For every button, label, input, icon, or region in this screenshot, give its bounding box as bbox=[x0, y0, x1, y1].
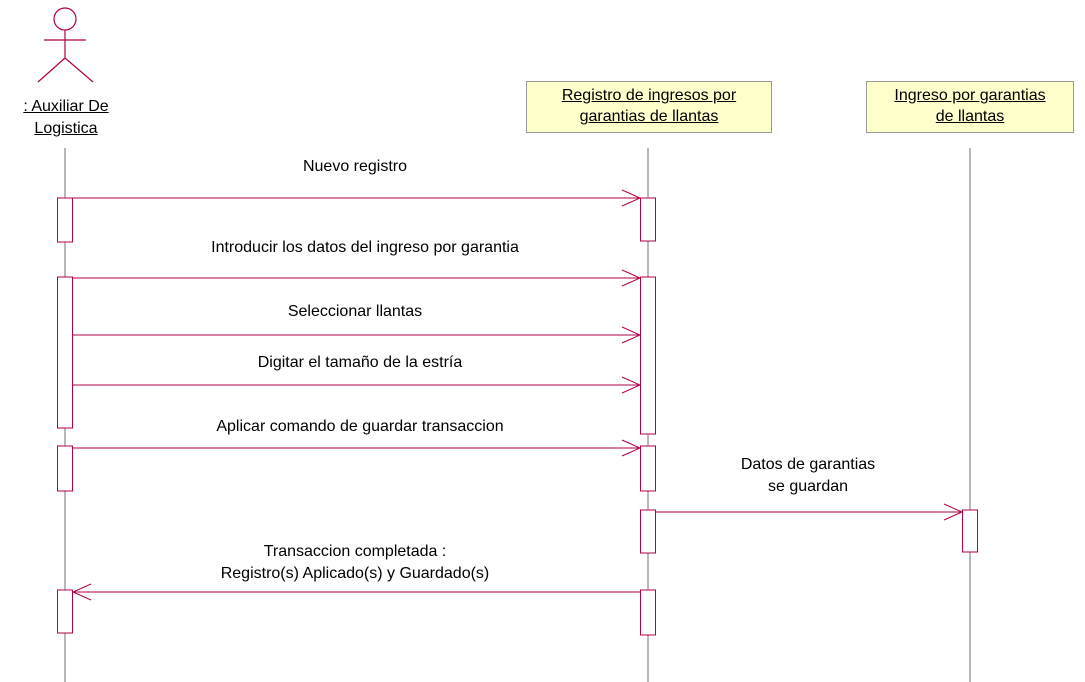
activation-actor-4 bbox=[57, 589, 73, 634]
activation-actor-2 bbox=[57, 276, 73, 429]
message-text-line2: Registro(s) Aplicado(s) y Guardado(s) bbox=[220, 565, 490, 582]
object-name-line2: de llantas bbox=[935, 108, 1005, 125]
message-label-seleccionar-llantas: Seleccionar llantas bbox=[225, 301, 485, 323]
message-label-datos-garantias: Datos de garantias se guardan bbox=[688, 454, 928, 498]
stick-figure-actor-icon bbox=[37, 7, 94, 83]
actor-name: : Auxiliar De Logistica bbox=[0, 96, 132, 140]
message-text-line1: Transaccion completada : bbox=[263, 543, 447, 560]
object-name-line1: Ingreso por garantias bbox=[894, 87, 1046, 104]
activation-registro-4 bbox=[640, 509, 656, 554]
object-name-line1: Registro de ingresos por bbox=[561, 87, 737, 104]
message-text-line1: Nuevo registro bbox=[302, 158, 408, 175]
message-label-introducir-datos: Introducir los datos del ingreso por gar… bbox=[140, 237, 590, 259]
message-label-digitar-tamano: Digitar el tamaño de la estría bbox=[200, 352, 520, 374]
activation-registro-3 bbox=[640, 445, 656, 492]
activation-actor-1 bbox=[57, 197, 73, 243]
message-label-nuevo-registro: Nuevo registro bbox=[225, 156, 485, 178]
object-name-line2: garantias de llantas bbox=[579, 108, 719, 125]
message-text-line1: Introducir los datos del ingreso por gar… bbox=[211, 239, 519, 256]
activation-registro-1 bbox=[640, 197, 656, 242]
message-label-transaccion-completada: Transaccion completada : Registro(s) Apl… bbox=[155, 541, 555, 585]
message-label-aplicar-comando: Aplicar comando de guardar transaccion bbox=[150, 416, 570, 438]
actor-name-line1: : Auxiliar De bbox=[23, 98, 109, 115]
message-text-line1: Digitar el tamaño de la estría bbox=[257, 354, 463, 371]
message-arrow-nuevo-registro-head bbox=[621, 189, 642, 207]
activation-ingreso-1 bbox=[962, 509, 978, 553]
activation-registro-2 bbox=[640, 276, 656, 435]
message-text-line1: Datos de garantias bbox=[740, 456, 876, 473]
message-text-line2: se guardan bbox=[767, 478, 849, 495]
message-arrow-digitar-tamano-head bbox=[621, 376, 642, 394]
activation-actor-3 bbox=[57, 445, 73, 492]
message-arrow-datos-garantias-head bbox=[943, 503, 964, 521]
message-arrow-seleccionar-llantas-head bbox=[621, 326, 642, 344]
object-box-registro-ingresos: Registro de ingresos por garantias de ll… bbox=[526, 81, 772, 133]
activation-registro-5 bbox=[640, 589, 656, 636]
object-box-ingreso-garantias: Ingreso por garantias de llantas bbox=[866, 81, 1074, 133]
message-arrow-aplicar-comando-head bbox=[621, 439, 642, 457]
message-arrow-transaccion-completada-head bbox=[71, 583, 92, 601]
actor-name-line2: Logistica bbox=[34, 120, 98, 137]
message-arrow-introducir-datos-head bbox=[621, 269, 642, 287]
message-text-line1: Seleccionar llantas bbox=[287, 303, 423, 320]
message-text-line1: Aplicar comando de guardar transaccion bbox=[216, 418, 504, 435]
